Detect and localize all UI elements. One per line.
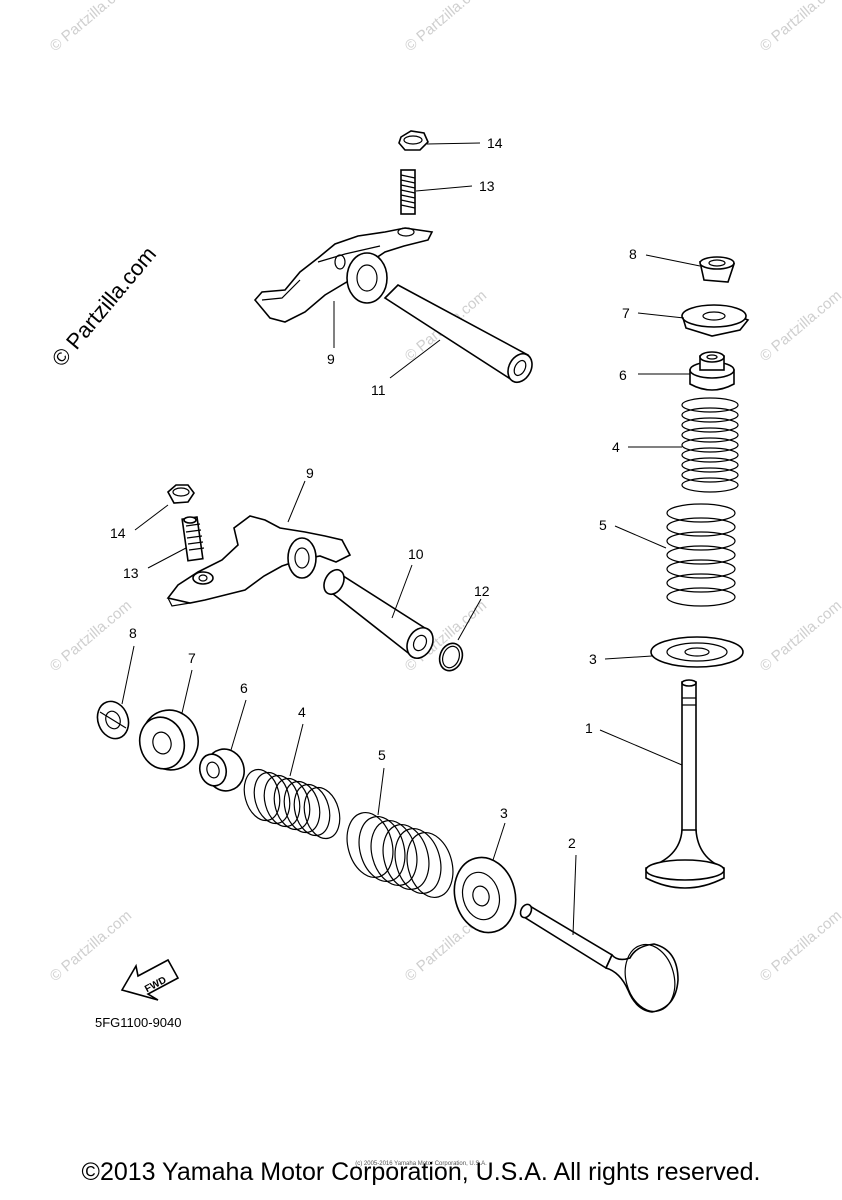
callout-10: 10	[408, 546, 424, 562]
tiny-copyright: (c) 2005-2016 Yamaha Motor Corporation, …	[355, 1161, 487, 1167]
rocker-arm-9-top	[253, 227, 434, 323]
watermark: © Partzilla.com	[47, 907, 135, 985]
adjusting-screw-13-mid	[181, 516, 205, 562]
watermark: © Partzilla.com	[757, 597, 842, 675]
callout-13: 13	[479, 178, 495, 194]
valve-2	[519, 903, 679, 1013]
watermark: © Partzilla.com	[47, 0, 135, 55]
bottom-valve-row: 8 7 6 4 5 3 2	[96, 625, 679, 1013]
right-valve-stack: 8 7 6 4 5 3 1	[585, 246, 750, 889]
valve-seal-6-bottom	[198, 748, 245, 792]
rocker-shaft-10	[323, 568, 434, 660]
watermarks: © Partzilla.com © Partzilla.com © Partzi…	[47, 0, 842, 985]
middle-rocker-assembly: 9 14 13 10 12	[110, 465, 490, 672]
valve-cotter-8	[698, 256, 736, 283]
callout-1: 1	[585, 720, 593, 736]
spring-seat-3-bottom	[453, 856, 517, 934]
watermark: © Partzilla.com	[402, 0, 490, 55]
spring-retainer-7	[681, 304, 750, 337]
watermark: © Partzilla.com	[757, 0, 842, 55]
callout-3: 3	[589, 651, 597, 667]
valve-cotter-8-bottom	[96, 700, 130, 740]
copyright-footer: ©2013 Yamaha Motor Corporation, U.S.A. A…	[81, 1158, 761, 1186]
valve-seal-6	[689, 351, 735, 391]
callout-13-mid: 13	[123, 565, 139, 581]
callout-7-bottom: 7	[188, 650, 196, 666]
callout-12: 12	[474, 583, 490, 599]
watermark: © Partzilla.com	[757, 287, 842, 365]
callout-11: 11	[371, 382, 386, 398]
callout-6-bottom: 6	[240, 680, 248, 696]
outer-spring-5	[666, 503, 736, 607]
callout-9-mid: 9	[306, 465, 314, 481]
outer-spring-5-bottom	[346, 812, 454, 898]
callout-2: 2	[568, 835, 576, 851]
spring-retainer-7-bottom	[138, 709, 199, 771]
rocker-arm-9-mid	[166, 515, 352, 607]
callout-3-bottom: 3	[500, 805, 508, 821]
callout-4-bottom: 4	[298, 704, 306, 720]
watermark: © Partzilla.com	[757, 907, 842, 985]
diagram-code: 5FG1100-9040	[95, 1015, 182, 1030]
nut-14-mid	[166, 484, 195, 504]
callout-5-bottom: 5	[378, 747, 386, 763]
adjusting-screw-13	[400, 169, 416, 215]
inner-spring-4	[681, 397, 739, 493]
callout-8: 8	[629, 246, 637, 262]
top-rocker-assembly: 14 13 9 11	[253, 130, 533, 398]
spring-seat-3	[650, 636, 744, 668]
callout-4: 4	[612, 439, 620, 455]
o-ring-12	[438, 642, 464, 672]
callout-9: 9	[327, 351, 335, 367]
valve-1	[645, 679, 725, 889]
partzilla-logo-watermark: © Partzilla.com	[47, 242, 161, 372]
watermark: © Partzilla.com	[47, 597, 135, 675]
callout-8-bottom: 8	[129, 625, 137, 641]
inner-spring-4-bottom	[243, 768, 341, 840]
callout-14: 14	[487, 135, 503, 151]
nut-14	[398, 130, 429, 151]
callout-14-mid: 14	[110, 525, 126, 541]
callout-5: 5	[599, 517, 607, 533]
callout-6: 6	[619, 367, 627, 383]
rocker-shaft-11-top	[383, 284, 533, 384]
callout-7: 7	[622, 305, 630, 321]
fwd-arrow-icon: FWD	[120, 958, 180, 1001]
